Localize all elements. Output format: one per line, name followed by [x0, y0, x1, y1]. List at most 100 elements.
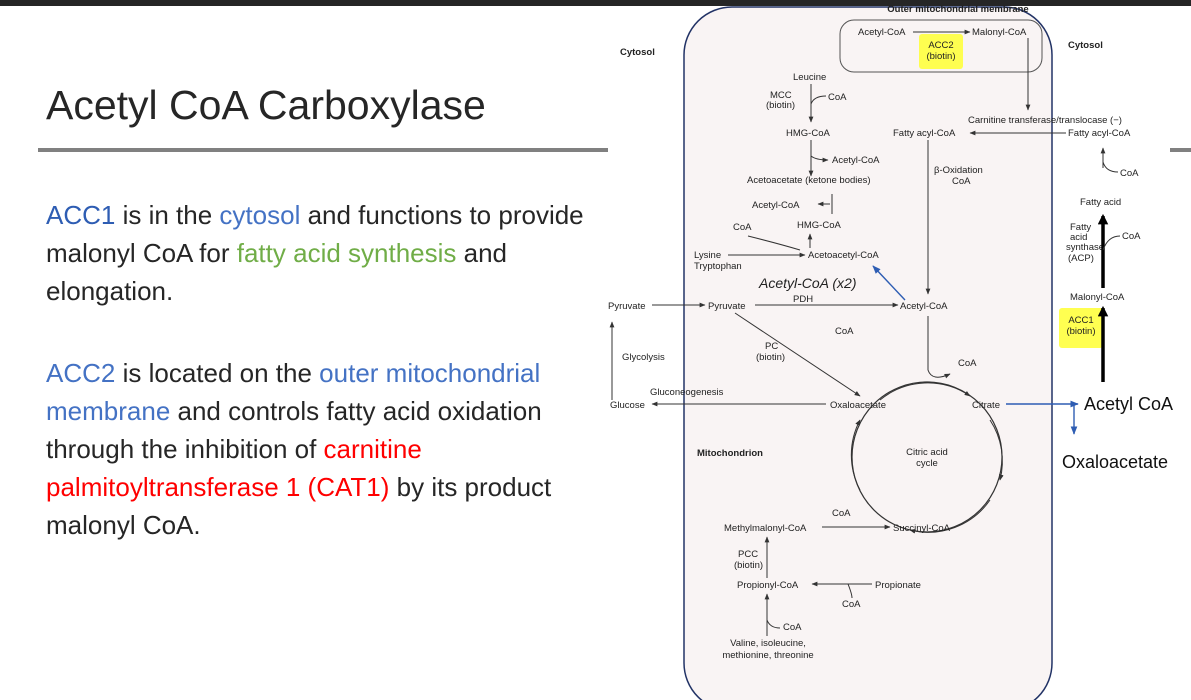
cycle-arrow-right: [989, 419, 1004, 481]
citrate-label: Citrate: [972, 400, 1000, 411]
glycolysis-label: Glycolysis: [622, 352, 665, 363]
methylmalonyl-label: Methylmalonyl-CoA: [724, 523, 807, 534]
cycle-arrow-top: [879, 382, 971, 401]
acetyl-coa-3: Acetyl-CoA: [752, 200, 800, 211]
acc2-paragraph: ACC2 is located on the outer mitochondri…: [46, 354, 586, 544]
acetyl-coa-big: Acetyl CoA: [1084, 394, 1173, 414]
coa-bottom: CoA: [783, 622, 802, 633]
para1-text-3: and elongation.: [46, 238, 508, 306]
coa-curve-r2: [1102, 235, 1121, 251]
acc1-term: ACC1: [46, 200, 116, 230]
acetyl-coa-2: Acetyl-CoA: [832, 155, 880, 166]
coa-succ: CoA: [832, 508, 851, 519]
top-bar: [0, 0, 1191, 6]
malonyl-coa-top: Malonyl-CoA: [972, 27, 1027, 38]
leucine-label: Leucine: [793, 72, 826, 83]
pc-label: PC: [765, 341, 778, 352]
oxaloacetate-label: Oxaloacetate: [830, 400, 886, 411]
pcc-biotin: (biotin): [734, 560, 763, 571]
title-divider-right: [1170, 148, 1191, 152]
cytosol-left-label: Cytosol: [620, 47, 655, 58]
cat1-term: carnitine palmitoyltransferase 1 (CAT1): [46, 434, 422, 502]
coa-pdh: CoA: [835, 326, 854, 337]
acetyl-x2-arrow: [872, 265, 906, 301]
fatty-acid-label: Fatty acid: [1080, 197, 1121, 208]
pyruvate-in: Pyruvate: [708, 301, 746, 312]
mitochondrion-compartment: [683, 6, 1053, 700]
acetoacetate-label: Acetoacetate (ketone bodies): [747, 175, 871, 186]
para1-text-1: is in the: [115, 200, 220, 230]
hmg-coa-2: HMG-CoA: [797, 220, 841, 231]
outer-membrane-label: Outer mitochondrial membrane: [887, 4, 1028, 15]
coa-curve-prop: [847, 583, 853, 599]
acetyl-coa-top: Acetyl-CoA: [858, 27, 906, 38]
fas-line4: (ACP): [1068, 253, 1094, 264]
coa-cit: CoA: [958, 358, 977, 369]
slide-title: Acetyl CoA Carboxylase: [46, 82, 486, 128]
oxaloacetate-big: Oxaloacetate: [1062, 452, 1168, 472]
coa-prop: CoA: [842, 599, 861, 610]
para1-text-2: and functions to provide malonyl CoA for: [46, 200, 584, 268]
coa-2: CoA: [733, 222, 752, 233]
fas-line2: acid: [1070, 232, 1087, 243]
pc-biotin: (biotin): [756, 352, 785, 363]
coa-curve-1: [810, 95, 827, 105]
fas-line3: synthase: [1066, 242, 1104, 253]
pc-arrow: [734, 312, 861, 397]
beta-oxidation-label: β-Oxidation: [934, 165, 983, 176]
para2-text-3: by its product malonyl CoA.: [46, 472, 552, 540]
propionate-label: Propionate: [875, 580, 921, 591]
gluconeogenesis-label: Gluconeogenesis: [650, 387, 724, 398]
coa-1: CoA: [828, 92, 847, 103]
mitochondrion-label: Mitochondrion: [697, 448, 763, 459]
coa-r2: CoA: [1122, 231, 1141, 242]
pcc-label: PCC: [738, 549, 758, 560]
hmg-coa-1: HMG-CoA: [786, 128, 830, 139]
cytosol-right-label: Cytosol: [1068, 40, 1103, 51]
propionyl-label: Propionyl-CoA: [737, 580, 799, 591]
cycle-arrow-bottom: [909, 499, 991, 534]
coa-curve-bottom: [766, 619, 781, 629]
acetyl-coa-main: Acetyl-CoA: [900, 301, 948, 312]
acc2-highlight: [919, 34, 963, 69]
fatty-acid-synthesis-term: fatty acid synthesis: [236, 238, 457, 268]
acetyl-coa-x2: Acetyl-CoA (x2): [758, 275, 857, 291]
acc1-paragraph: ACC1 is in the cytosol and functions to …: [46, 196, 586, 310]
mcc-biotin: (biotin): [766, 100, 795, 111]
acetoacetyl-coa: Acetoacetyl-CoA: [808, 250, 879, 261]
fas-line1: Fatty: [1070, 222, 1091, 233]
cytosol-term: cytosol: [219, 200, 301, 230]
acc2-term: ACC2: [46, 358, 116, 388]
outer-membrane-term: outer mitochondrial membrane: [46, 358, 541, 426]
tryptophan-label: Tryptophan: [694, 261, 742, 272]
outer-membrane-box: [839, 19, 1043, 73]
cycle-label-2: cycle: [916, 458, 938, 469]
cycle-label-1: Citric acid: [906, 447, 948, 458]
cycle-arrow-left: [850, 419, 861, 491]
pdh-label: PDH: [793, 294, 813, 305]
malonyl-coa-right: Malonyl-CoA: [1070, 292, 1125, 303]
acc1-label: ACC1: [1068, 315, 1093, 326]
title-divider: [38, 148, 608, 152]
acetyl-release-curve: [810, 155, 829, 163]
acetyl-to-citrate-arrow: [927, 316, 951, 379]
coa-r1: CoA: [1120, 168, 1139, 179]
carnitine-label: Carnitine transferase/translocase (−): [968, 115, 1122, 126]
fatty-acyl-coa-right: Fatty acyl-CoA: [1068, 128, 1131, 139]
amino-acids-line1: Valine, isoleucine,: [730, 638, 806, 649]
mcc-label: MCC: [770, 90, 792, 101]
coa-beta: CoA: [952, 176, 971, 187]
glucose-label: Glucose: [610, 400, 645, 411]
para2-text-2: and controls fatty acid oxidation throug…: [46, 396, 542, 464]
coa-curve-r1: [1102, 161, 1119, 173]
lysine-label: Lysine: [694, 250, 721, 261]
pyruvate-out: Pyruvate: [608, 301, 646, 312]
acc1-biotin: (biotin): [1066, 326, 1095, 337]
acc2-biotin: (biotin): [926, 51, 955, 62]
amino-acids-line2: methionine, threonine: [722, 650, 813, 661]
para2-text-1: is located on the: [115, 358, 320, 388]
acc1-highlight: [1059, 308, 1103, 348]
coa-curve-2: [747, 235, 801, 251]
fatty-acyl-coa-mid: Fatty acyl-CoA: [893, 128, 956, 139]
